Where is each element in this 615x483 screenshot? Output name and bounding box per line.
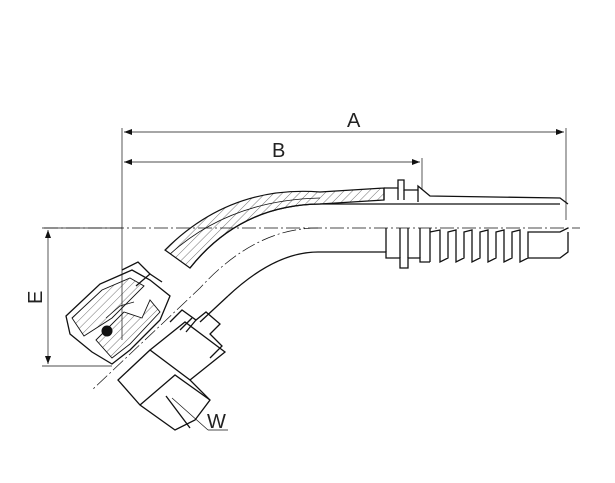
seal-face <box>65 261 171 365</box>
dimension-a: A <box>121 110 567 340</box>
dimension-w: W <box>171 397 228 433</box>
fitting-body <box>164 179 569 323</box>
label-a: A <box>347 110 361 132</box>
dimension-b: B <box>124 140 423 190</box>
label-b: B <box>272 140 285 162</box>
o-ring <box>101 325 113 337</box>
swivel-nut <box>117 309 227 431</box>
label-e: E <box>25 291 47 304</box>
label-w: W <box>207 411 226 433</box>
center-line <box>44 227 580 391</box>
